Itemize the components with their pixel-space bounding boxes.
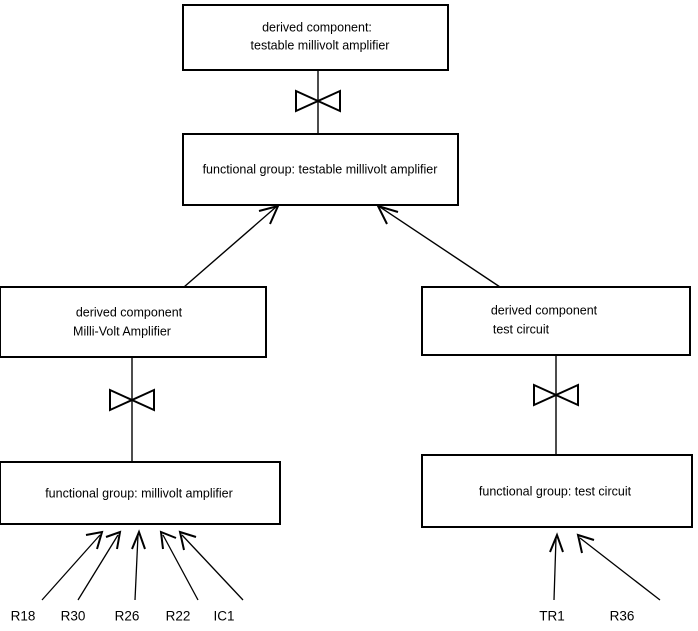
box-outline xyxy=(421,454,693,528)
leaf-arrow-group-test-circuit: TR1 R36 xyxy=(539,532,661,624)
arrow-shaft xyxy=(183,206,277,288)
arrow-shaft xyxy=(181,534,244,601)
node-functional-group-testable-millivolt-amplifier[interactable]: functional group: testable millivolt amp… xyxy=(182,133,459,206)
bowtie-right-triangle xyxy=(315,89,341,113)
leaf-arrow-tr1 xyxy=(549,532,564,601)
arrow-head-open xyxy=(131,529,146,550)
bowtie-right-triangle xyxy=(129,388,155,412)
node-derived-component-milli-volt-amplifier[interactable]: derived component Milli-Volt Amplifier xyxy=(0,286,267,358)
arrow-shaft xyxy=(553,537,557,601)
box-outline xyxy=(0,286,267,358)
box-label-line1: functional group: test circuit xyxy=(479,484,632,498)
leaf-label-r22: R22 xyxy=(166,609,191,624)
arrow-shaft xyxy=(162,534,199,601)
leaf-label-r30: R30 xyxy=(61,609,86,624)
node-functional-group-test-circuit[interactable]: functional group: test circuit xyxy=(421,454,693,528)
bowtie-connector-millivolt-amplifier xyxy=(109,357,155,462)
arrow-shaft xyxy=(134,534,139,601)
bowtie-left-triangle xyxy=(109,388,135,412)
arrow-shaft xyxy=(379,206,501,288)
node-derived-component-testable-millivolt-amplifier[interactable]: derived component: testable millivolt am… xyxy=(182,4,449,71)
arrow-shaft xyxy=(41,534,101,601)
box-outline xyxy=(182,133,459,206)
arrow-test-circuit-to-testable-group xyxy=(376,204,501,288)
leaf-arrow-r22 xyxy=(159,530,199,601)
leaf-label-r18: R18 xyxy=(11,609,36,624)
leaf-arrow-r36 xyxy=(576,533,661,601)
box-label-line2: testable millivolt amplifier xyxy=(251,38,390,52)
arrow-head-open xyxy=(576,533,595,554)
box-outline xyxy=(182,4,449,71)
node-derived-component-test-circuit[interactable]: derived component test circuit xyxy=(421,286,691,356)
leaf-label-tr1: TR1 xyxy=(539,609,565,624)
box-label-line2: Milli-Volt Amplifier xyxy=(73,324,171,338)
box-label-line1: derived component xyxy=(491,303,598,317)
arrow-head-open xyxy=(159,530,177,550)
arrow-head-open xyxy=(258,204,280,225)
arrow-head-open xyxy=(105,530,122,550)
arrow-head-open xyxy=(178,530,197,551)
arrow-shaft xyxy=(579,537,661,601)
bowtie-left-triangle xyxy=(533,383,559,407)
box-label-line2: test circuit xyxy=(493,322,550,336)
leaf-arrow-r30 xyxy=(77,530,122,601)
arrow-shaft xyxy=(77,534,119,601)
bowtie-right-triangle xyxy=(553,383,579,407)
arrow-milli-volt-amplifier-to-testable-group xyxy=(183,204,280,288)
box-label-line1: functional group: testable millivolt amp… xyxy=(203,162,438,176)
box-outline xyxy=(0,461,281,525)
leaf-label-r36: R36 xyxy=(610,609,635,624)
box-outline xyxy=(421,286,691,356)
bowtie-connector-test-circuit xyxy=(533,355,579,455)
bowtie-left-triangle xyxy=(295,89,321,113)
box-label-line1: derived component xyxy=(76,305,183,319)
arrow-head-open xyxy=(85,530,104,550)
leaf-label-r26: R26 xyxy=(115,609,140,624)
leaf-arrow-ic1 xyxy=(178,530,244,601)
arrow-head-open xyxy=(376,204,399,225)
bowtie-connector-testable-amplifier xyxy=(295,70,341,134)
arrow-head-open xyxy=(549,532,564,553)
leaf-arrow-r26 xyxy=(131,529,146,601)
box-label-line1: derived component: xyxy=(262,20,372,34)
box-label-line1: functional group: millivolt amplifier xyxy=(45,486,233,500)
leaf-arrow-r18 xyxy=(41,530,104,601)
leaf-label-ic1: IC1 xyxy=(213,609,234,624)
node-functional-group-millivolt-amplifier[interactable]: functional group: millivolt amplifier xyxy=(0,461,281,525)
leaf-arrow-group-millivolt-amplifier: R18 R30 R26 R22 IC1 xyxy=(11,529,244,624)
